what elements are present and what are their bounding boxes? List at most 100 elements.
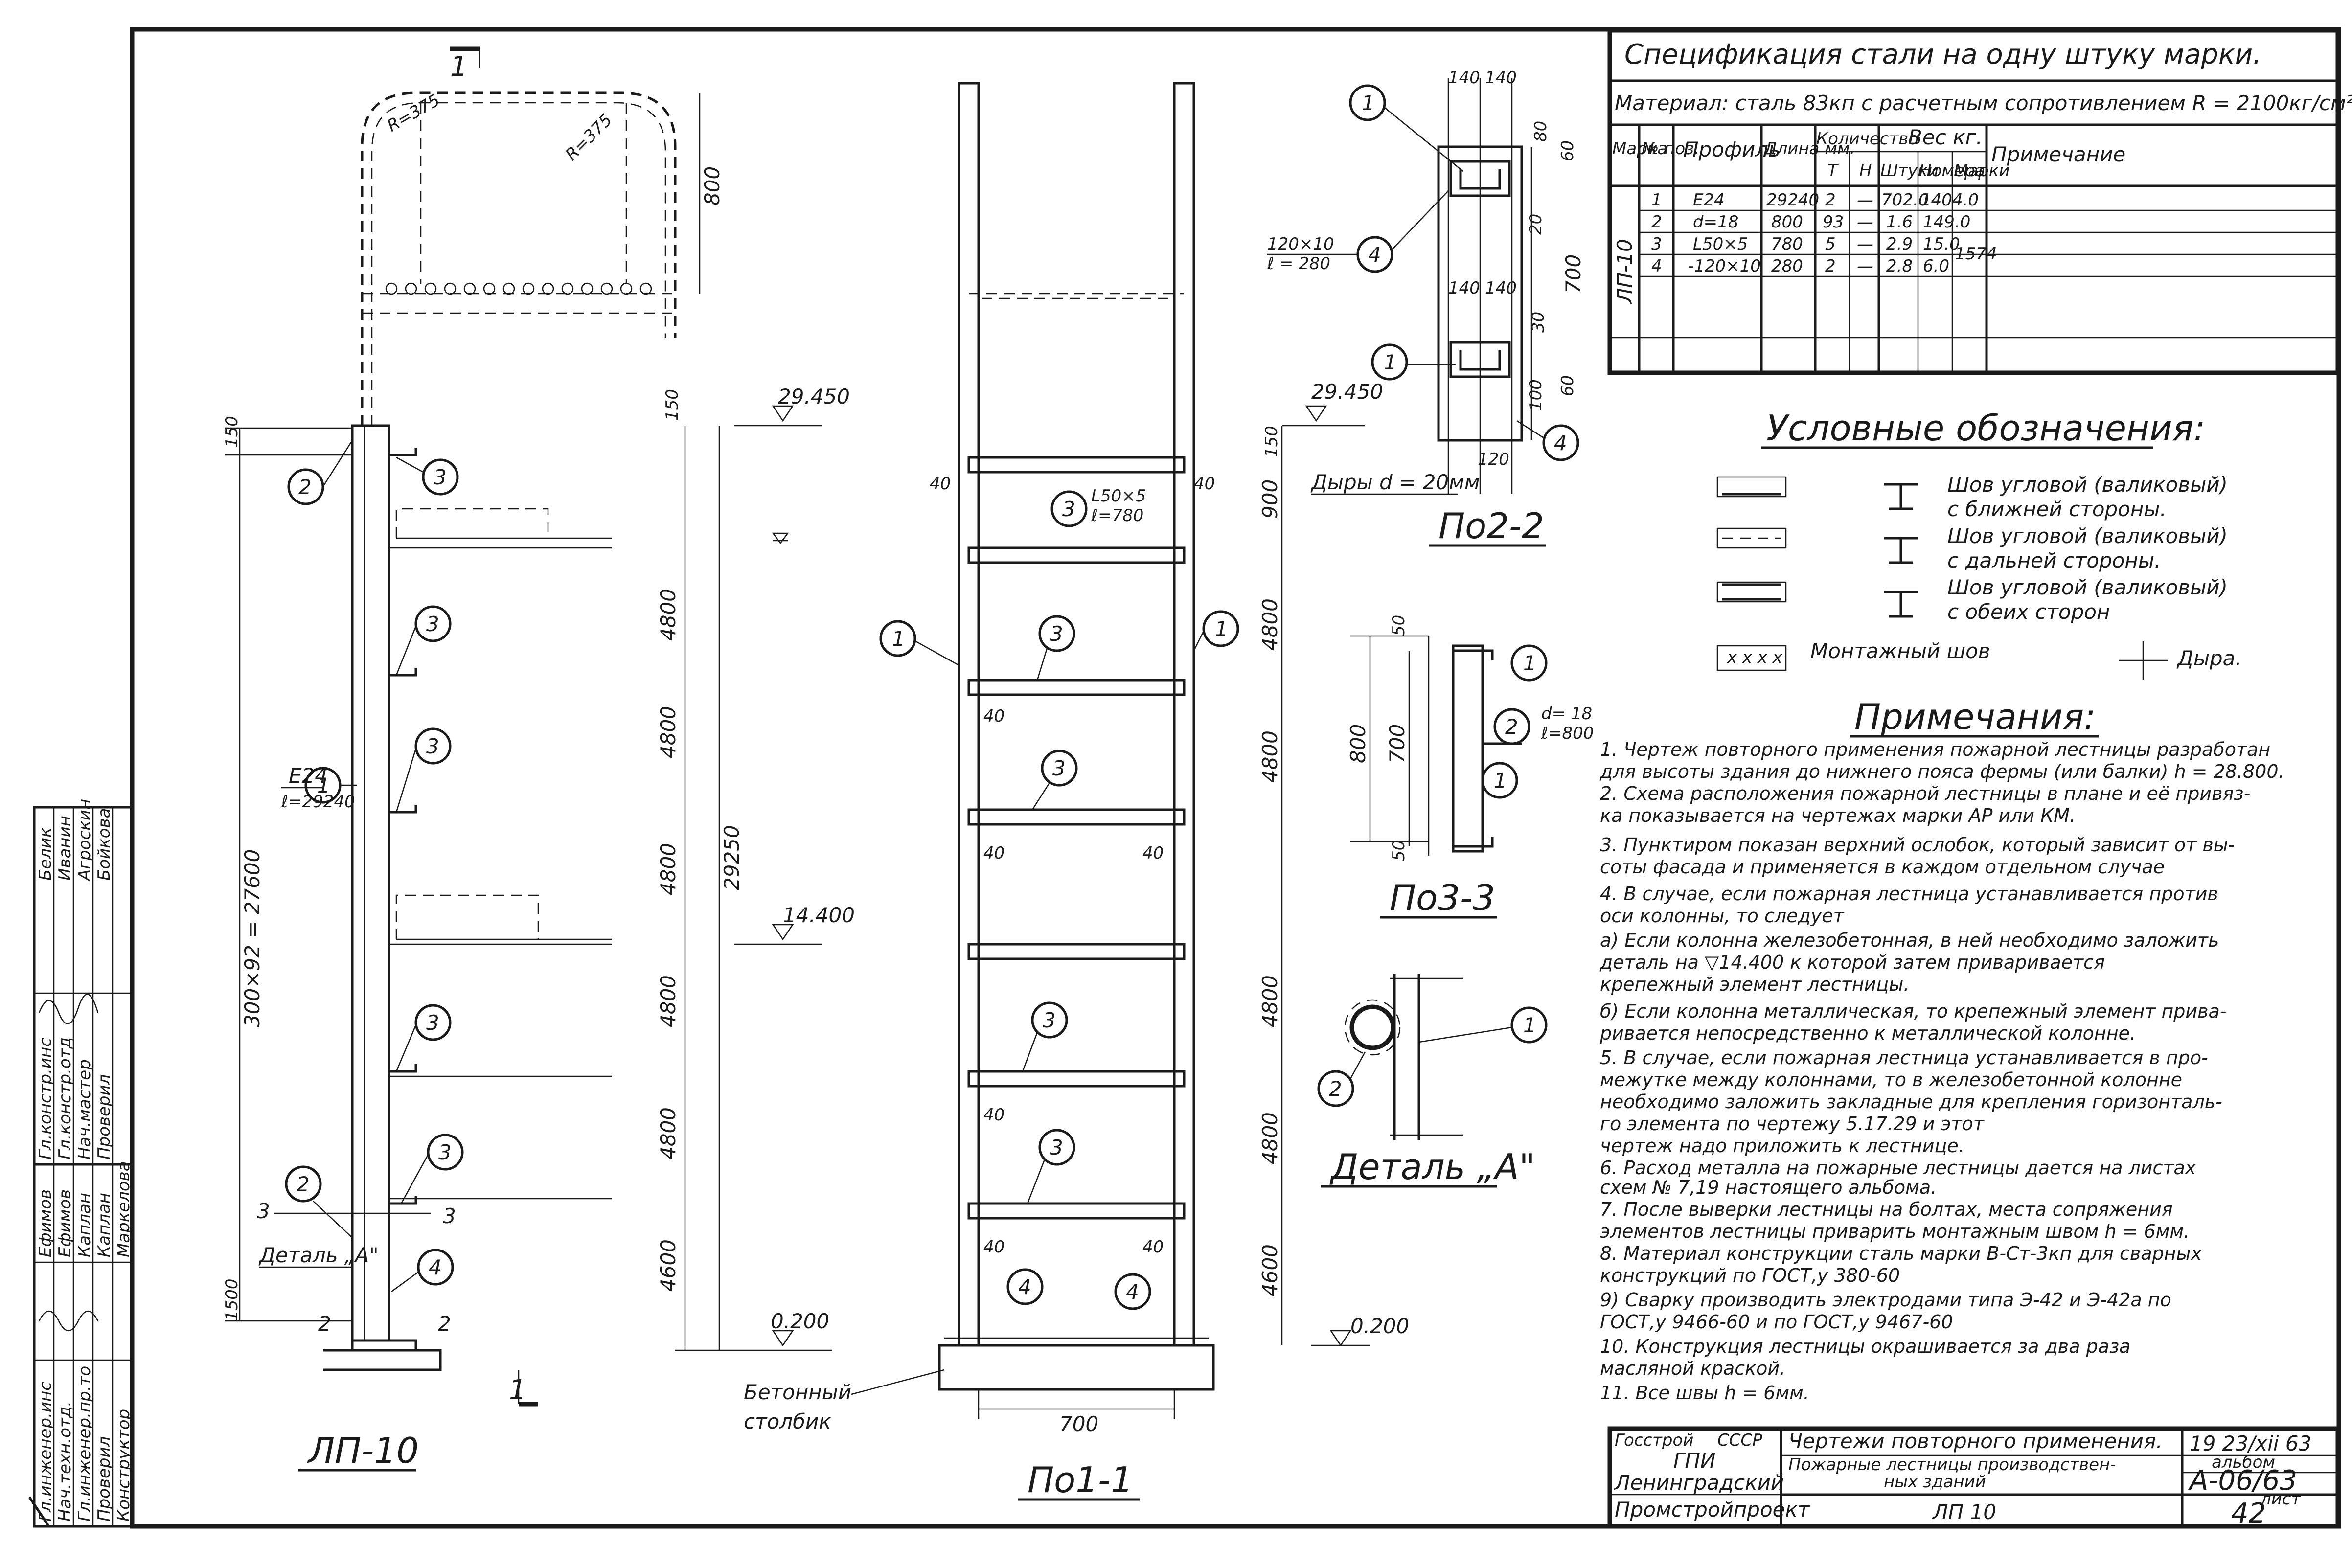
svg-text:—: — [1857,234,1873,254]
section-mark-3: 3 3 [257,1199,456,1228]
s22-d700: 700 [1561,254,1585,294]
notes-title: Примечания: [1854,696,2096,737]
section-2-2: 140 140 140 140 80 60 20 700 30 100 60 1… [1267,68,1585,547]
stamp-name-2: Ефимов [55,1189,75,1257]
hdr-length: Длина мм. [1763,139,1855,159]
svg-text:29.450: 29.450 [1311,380,1383,404]
s33-callout-2: 2 [1493,708,1530,745]
side-seg-3: 4800 [656,843,680,895]
stamp-role2-4: Проверил [94,1074,114,1159]
detail-callout-2: 2 [1317,1051,1366,1107]
legend-item-1a: Шов угловой (валиковый) [1947,473,2228,497]
note-line: 7. После выверки лестницы на болтах, мес… [1600,1199,2173,1220]
svg-text:1: 1 [509,1374,526,1406]
sheet-frame [130,27,2341,1529]
stamp-role-5: Конструктор [114,1409,134,1522]
stamp-role2-3: Нач.мастер [75,1059,94,1159]
front-seg-1: 4800 [1258,598,1282,651]
s22-w2b: 140 [1485,278,1517,298]
note-line: чертеж надо приложить к лестнице. [1600,1135,1964,1157]
svg-text:d=18: d=18 [1693,212,1738,232]
note-line: 4. В случае, если пожарная лестница уста… [1600,883,2218,905]
stamp-name2-3: Агроскин [75,799,94,882]
note-line: а) Если колонна железобетонная, в ней не… [1600,930,2219,951]
tb-org2: СССР [1717,1431,1762,1450]
s22-d20: 20 [1526,214,1546,235]
s33-d50b: 50 [1389,840,1409,861]
callout-1-side: 1 [304,767,357,804]
level-bottom: 0.200 [771,1309,829,1347]
s22-callout-1b: 1 [1371,343,1456,381]
signature-stamp: Гл.инженер.инс Нач.техн.отд. Гл.инженер.… [28,799,134,1528]
angle-label: L50×5 [1091,486,1146,506]
svg-text:14.400: 14.400 [783,903,855,927]
s22-d30: 30 [1529,312,1548,333]
svg-text:702.0: 702.0 [1881,190,1929,210]
tb-date: 19 23/xii 63 [2190,1432,2311,1455]
concrete-label-1: Бетонный [744,1380,851,1404]
stamp-role2-1: Гл.констр.инс [36,1038,55,1159]
spec-mark-total: 1574 [1955,244,1997,264]
s22-w2: 140 [1485,68,1517,88]
front-first-dim: 900 [1258,479,1282,519]
section-mark-1-bottom: 1 [509,1370,538,1407]
svg-text:4: 4 [429,1255,442,1279]
rungs-circles [385,282,652,295]
spec-mark-value: ЛП-10 [1613,239,1637,304]
note-line: го элемента по чертежу 5.17.29 и этот [1600,1113,1985,1135]
tb-album-label: альбом [2212,1453,2275,1472]
tb-sheet: 42 [2231,1498,2266,1529]
legend-item-2b: с дальней стороны. [1947,548,2161,572]
svg-text:3: 3 [443,1204,456,1228]
stamp-role-3: Гл.инженер.пр.то [75,1366,94,1522]
front-level-bottom: 0.200 [1311,1314,1409,1347]
side-top-dim: 150 [222,416,242,448]
svg-text:3: 3 [1651,234,1662,254]
svg-text:2.9: 2.9 [1886,234,1913,254]
hdr-mark: Марка [1612,139,1667,159]
gap-40-d: 40 [983,843,1005,863]
legend-item-3b: с обеих сторон [1947,600,2110,624]
svg-text:1404.0: 1404.0 [1920,190,1979,210]
svg-text:3: 3 [434,465,447,489]
note-line: соты фасада и применяется в каждом отдел… [1600,856,2165,878]
note-line: 3. Пунктиром показан верхний ослобок, ко… [1600,834,2235,856]
angle-length: ℓ=780 [1091,506,1143,525]
note-line: оси колонны, то следует [1600,905,1845,927]
svg-text:1: 1 [1215,617,1228,641]
section22-label: По2-2 [1439,505,1544,546]
side-seg-5: 4800 [656,1107,680,1159]
svg-text:1: 1 [892,627,905,651]
note-line: ка показывается на чертежах марки АР или… [1600,805,2076,826]
tb-org3: ГПИ [1673,1449,1715,1473]
hdr-weight: Вес кг. [1908,125,1983,149]
side-base-dim: 1500 [222,1278,242,1321]
front-seg-3: 4800 [1258,975,1282,1027]
callout-4-side: 4 [391,1249,454,1293]
stamp-name-1: Ефимов [36,1189,55,1257]
svg-text:3: 3 [426,612,439,636]
svg-text:x x x x: x x x x [1727,648,1783,667]
note-line: крепежный элемент лестницы. [1600,974,1909,995]
svg-text:149.0: 149.0 [1923,212,1970,232]
brackets [389,448,612,1205]
svg-text:Е24: Е24 [1693,190,1725,210]
s22-d100: 100 [1526,379,1546,411]
note-line: 8. Материал конструкции сталь марки В-Ст… [1600,1243,2202,1264]
hdr-qty: Количество [1816,129,1918,149]
radius-label-2: R=375 [562,110,616,164]
svg-text:2: 2 [1505,715,1518,739]
svg-text:1: 1 [1523,1013,1536,1037]
note-line: элементов лестницы приварить монтажным ш… [1600,1221,2190,1242]
spec-row-4: 4 -120×10 280 2 — 2.8 6.0 [1651,256,1949,276]
svg-text:5: 5 [1825,234,1836,254]
svg-text:93: 93 [1823,212,1844,232]
hdr-pos: № поз. [1641,139,1699,159]
svg-text:280: 280 [1771,256,1803,276]
stamp-name-5: Маркелова [114,1161,134,1257]
hdr-qty-t: Т [1827,161,1839,181]
hoop-dashed [361,91,677,426]
gap-40-c: 40 [983,706,1005,726]
stamp-role2-2: Гл.констр.отд [55,1037,75,1159]
